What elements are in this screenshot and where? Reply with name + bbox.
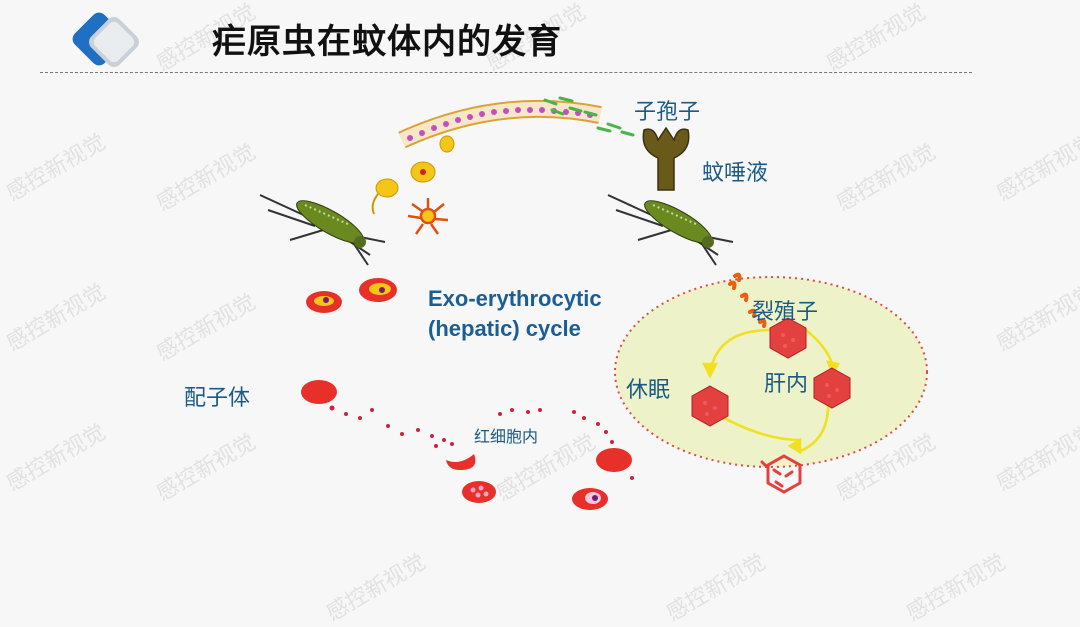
midgut-wall-icon — [398, 99, 602, 153]
liver-schizont-icon — [691, 317, 851, 427]
infected-rbc-icon — [306, 278, 397, 313]
rbc-cycle-icon — [301, 380, 634, 510]
cycle-title-line1: Exo-erythrocytic — [428, 286, 602, 311]
logo-icon — [72, 12, 139, 67]
microgamete-icon — [407, 198, 449, 235]
merozoite-label: 裂殖子 — [752, 300, 819, 325]
sporozoites-icon — [543, 96, 635, 137]
ruptured-schizont-icon — [760, 454, 802, 494]
intraerythrocytic-label: 红细胞内 — [474, 427, 539, 446]
liver-region — [614, 276, 928, 468]
mosquito-icon — [259, 194, 386, 266]
dormant-label: 休眠 — [626, 378, 671, 403]
gametocyte-label: 配子体 — [184, 386, 251, 411]
salivary-gland-icon — [642, 126, 690, 191]
page-title: 疟原虫在蚊体内的发育 — [212, 22, 562, 62]
mosquito-icon — [607, 194, 734, 266]
title-divider — [40, 72, 972, 73]
ookinete-icon — [371, 161, 436, 215]
merozoite-icon — [728, 272, 767, 328]
cycle-title: Exo-erythrocytic (hepatic) cycle — [428, 284, 602, 344]
cycle-title-line2: (hepatic) cycle — [428, 316, 581, 341]
saliva-label: 蚊唾液 — [702, 161, 769, 186]
liver-label: 肝内 — [764, 372, 809, 397]
malaria-cycle-diagram — [259, 96, 928, 510]
sporozoite-label: 子孢子 — [634, 100, 701, 125]
